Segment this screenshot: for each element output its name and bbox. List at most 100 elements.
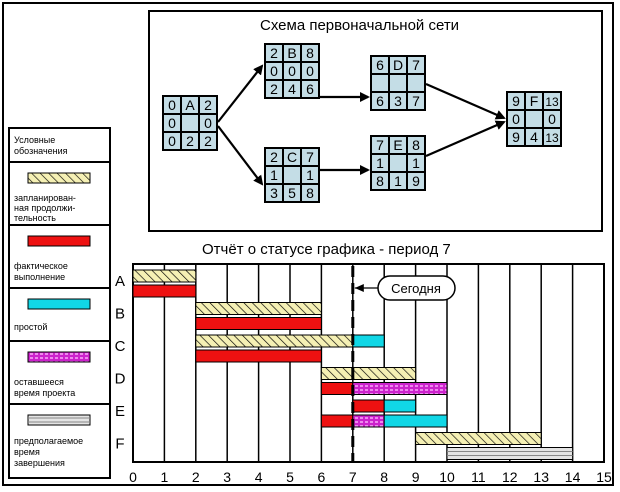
- bar-a-actual: [132, 284, 197, 298]
- node-value: 0: [168, 115, 176, 131]
- node-cell: [526, 111, 542, 127]
- legend-planned-line-3: тельность: [14, 213, 56, 223]
- node-cell: [390, 173, 406, 189]
- today-arrowhead: [354, 284, 364, 292]
- node-value: 0: [288, 63, 296, 79]
- x-tick-label: 7: [349, 469, 357, 485]
- node-cell: [302, 45, 318, 61]
- node-value: 13: [545, 131, 559, 145]
- node-value: 9: [412, 173, 420, 189]
- node-cell: [544, 93, 560, 109]
- node-cell: [284, 185, 300, 201]
- legend-item-actual: фактическое выполнение: [10, 226, 109, 289]
- node-cell: [372, 93, 388, 109]
- legend-item-forecast: предполагаемое время завершения: [10, 405, 109, 477]
- legend-item-remaining: оставшееся время проекта: [10, 342, 109, 405]
- node-cell: [266, 149, 282, 165]
- node-cell: [508, 111, 524, 127]
- node-cell: [408, 155, 424, 171]
- node-value: C: [287, 149, 297, 165]
- x-tick-label: 1: [161, 469, 169, 485]
- bar-c-actual: [195, 349, 322, 363]
- node-value: 9: [512, 129, 520, 145]
- node-cell: [302, 167, 318, 183]
- node-cell: [372, 173, 388, 189]
- gantt-plot-area: [132, 263, 605, 463]
- network-edges: [217, 64, 506, 186]
- x-tick-label: 15: [596, 469, 612, 485]
- legend-item-idle: простой: [10, 289, 109, 342]
- today-label: Сегодня: [391, 281, 441, 296]
- node-cell: [302, 81, 318, 97]
- node-value: 3: [270, 185, 278, 201]
- gantt-bars: [132, 269, 574, 460]
- node-cell: [372, 57, 388, 73]
- node-value: D: [393, 57, 403, 73]
- bar-e-idle: [383, 414, 448, 428]
- legend-forecast-line-3: завершения: [14, 458, 65, 468]
- node-cell: [390, 75, 406, 91]
- bar-e-idle: [383, 399, 417, 413]
- bar-d-actual: [320, 382, 354, 395]
- node-value: 5: [288, 185, 296, 201]
- node-cell: [372, 137, 388, 153]
- node-cell: [302, 185, 318, 201]
- node-cell: [164, 97, 180, 113]
- node-value: 7: [376, 137, 384, 153]
- today-marker: Сегодня: [351, 266, 456, 462]
- node-value: 2: [186, 133, 194, 149]
- node-cell: [164, 115, 180, 131]
- task-label-f: F: [115, 436, 124, 453]
- x-tick-label: 2: [192, 469, 200, 485]
- x-tick-label: 0: [129, 469, 137, 485]
- node-value: 2: [270, 81, 278, 97]
- node-cell: [508, 129, 524, 145]
- bar-c-idle: [352, 334, 385, 348]
- x-tick-label: 13: [533, 469, 549, 485]
- node-value: 0: [204, 115, 212, 131]
- node-value: 0: [270, 63, 278, 79]
- task-label-c: C: [115, 338, 126, 355]
- legend-swatch-idle: [27, 298, 91, 310]
- legend-header: Условные обозначения: [10, 129, 109, 163]
- x-tick-label: 14: [565, 469, 581, 485]
- node-value: 0: [512, 111, 520, 127]
- bar-e-remaining: [352, 414, 385, 428]
- node-cell: [200, 115, 216, 131]
- x-tick-label: 11: [471, 469, 486, 485]
- node-value: 7: [412, 57, 420, 73]
- node-value: 4: [288, 81, 296, 97]
- node-value: 8: [306, 45, 314, 61]
- x-tick-label: 9: [412, 469, 420, 485]
- node-cell: [182, 133, 198, 149]
- node-cell: [266, 167, 282, 183]
- node-cell: [390, 155, 406, 171]
- edge-a-c: [217, 125, 264, 186]
- node-cell: [284, 45, 300, 61]
- node-cell: [390, 137, 406, 153]
- x-tick-label: 4: [255, 469, 263, 485]
- task-label-a: A: [115, 273, 125, 290]
- node-value: 6: [376, 57, 384, 73]
- node-cell: [266, 185, 282, 201]
- x-tick-label: 3: [223, 469, 231, 485]
- node-value: A: [185, 97, 195, 113]
- node-value: 1: [270, 167, 278, 183]
- node-cell: [390, 57, 406, 73]
- legend-swatch-forecast: [27, 414, 91, 426]
- x-tick-label: 6: [318, 469, 326, 485]
- legend-remaining-line-2: время проекта: [14, 388, 76, 398]
- node-cell: [284, 167, 300, 183]
- legend-planned-line-1: запланирован-: [14, 193, 76, 203]
- bar-a-planned: [132, 269, 197, 283]
- legend-idle-line-1: простой: [14, 322, 48, 332]
- node-value: 8: [306, 185, 314, 201]
- bar-c-planned: [195, 334, 354, 348]
- node-value: 2: [270, 149, 278, 165]
- bar-f-planned: [415, 432, 542, 445]
- legend-header-line-2: обозначения: [14, 146, 68, 156]
- node-cell: [408, 57, 424, 73]
